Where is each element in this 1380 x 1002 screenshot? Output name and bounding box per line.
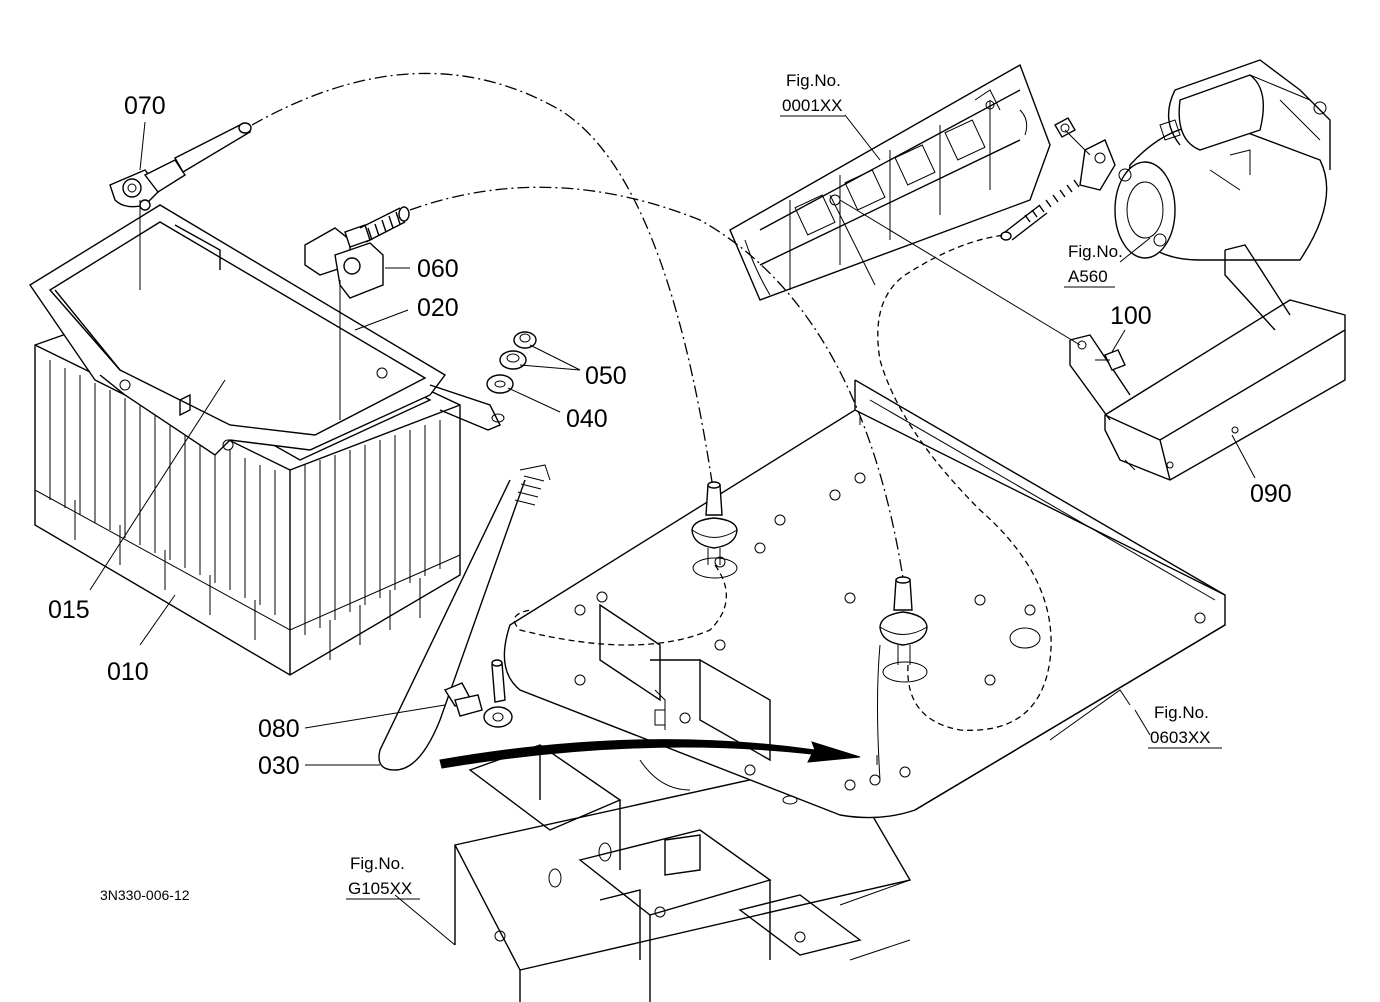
svg-text:Fig.No.: Fig.No.: [1068, 242, 1123, 261]
routing-arrow: [439, 739, 878, 769]
battery-cell-ribs: [49, 360, 441, 660]
engine-block: [729, 63, 1051, 301]
callout-015: 015: [48, 596, 90, 624]
negative-terminal-cable: [304, 206, 410, 420]
starter-cable-terminal: [1000, 117, 1116, 241]
callout-030: 030: [258, 752, 300, 780]
figure-references: Fig.No. 0001XX Fig.No. A560 Fig.No. 0603…: [346, 71, 1222, 900]
svg-text:Fig.No.: Fig.No.: [350, 854, 405, 873]
hold-down-rod: [378, 464, 551, 771]
floor-grommets: [691, 481, 928, 665]
svg-text:0001XX: 0001XX: [782, 96, 843, 115]
callout-050: 050: [585, 362, 627, 390]
callout-020: 020: [417, 294, 459, 322]
part-callouts: 070 060 020 050 040 015 010 080 030 100 …: [48, 92, 1292, 780]
battery-cover-bracket: [1069, 244, 1346, 481]
callout-040: 040: [566, 405, 608, 433]
positive-terminal-cable: [109, 122, 252, 290]
leader-lines: [89, 114, 1256, 946]
svg-text:Fig.No.: Fig.No.: [786, 71, 841, 90]
svg-text:0603XX: 0603XX: [1150, 728, 1211, 747]
callout-080: 080: [258, 715, 300, 743]
callout-090: 090: [1250, 480, 1292, 508]
svg-text:G105XX: G105XX: [348, 879, 412, 898]
battery-hold-down-frame: [29, 204, 505, 456]
figref-0603xx: Fig.No. 0603XX: [1148, 703, 1222, 749]
drawing-code: 3N330-006-12: [100, 887, 190, 903]
starter-motor: [1114, 59, 1331, 261]
nuts-and-washer: [486, 331, 537, 394]
figref-0001xx: Fig.No. 0001XX: [780, 71, 845, 117]
ground-bolt: [443, 659, 513, 728]
floor-plate: [503, 379, 1226, 819]
figref-g105xx: Fig.No. G105XX: [346, 854, 420, 900]
callout-010: 010: [107, 658, 149, 686]
callout-060: 060: [417, 255, 459, 283]
callout-100: 100: [1110, 302, 1152, 330]
svg-text:Fig.No.: Fig.No.: [1154, 703, 1209, 722]
cable-routing: [251, 72, 1081, 791]
figref-a560: Fig.No. A560: [1064, 242, 1123, 288]
svg-text:A560: A560: [1068, 267, 1108, 286]
callout-070: 070: [124, 92, 166, 120]
